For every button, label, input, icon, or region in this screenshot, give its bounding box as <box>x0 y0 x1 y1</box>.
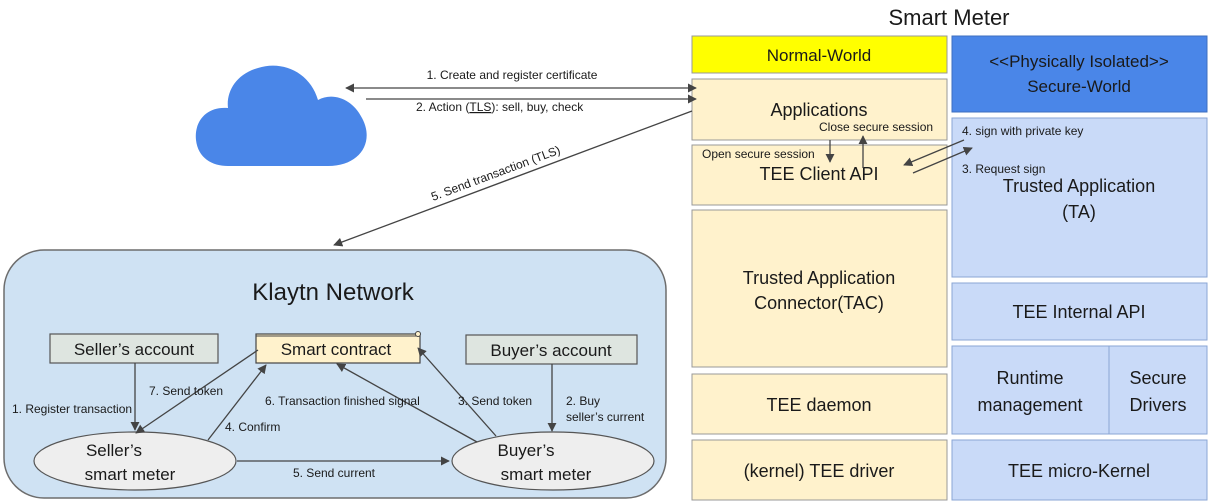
confirm-label: 4. Confirm <box>225 420 280 434</box>
request-sign-arrow <box>912 147 973 174</box>
trusted-application-label-line1: Trusted Application <box>1003 176 1155 196</box>
seller-meter-label-line2: smart meter <box>85 465 176 484</box>
send-token-3-arrow <box>417 347 497 437</box>
tac-label-line1: Trusted Application <box>743 268 895 288</box>
secure-drivers-label-line1: Secure <box>1129 368 1186 388</box>
klaytn-network-title: Klaytn Network <box>252 279 414 306</box>
register-transaction-label: 1. Register transaction <box>12 402 132 416</box>
close-session-label: Close secure session <box>819 120 933 134</box>
tee-internal-api-label: TEE Internal API <box>1012 302 1145 322</box>
secure-world-label-line1: <<Physically Isolated>> <box>989 52 1169 71</box>
applications-label: Applications <box>770 100 867 120</box>
normal-world-header <box>691 35 948 74</box>
smart-contract-node <box>255 331 421 364</box>
seller-meter-label-line1: Seller’s <box>86 441 142 460</box>
action-label: 2. Action (TLS): sell, buy, check <box>416 100 584 114</box>
seller-account-label: Seller’s account <box>74 340 195 359</box>
buy-current-label-line1: 2. Buy <box>566 394 600 408</box>
secure-drivers-box <box>1108 345 1208 435</box>
buyer-account-label: Buyer’s account <box>490 341 612 360</box>
tac-label-line2: Connector(TAC) <box>754 293 884 313</box>
action-label-tls: TLS <box>469 100 491 114</box>
runtime-management-label-line1: Runtime <box>996 368 1063 388</box>
tee-micro-kernel-box <box>951 439 1208 501</box>
send-transaction-label: 5. Send transaction (TLS) <box>429 143 562 204</box>
tee-driver-label: (kernel) TEE driver <box>744 461 895 481</box>
buy-current-label-line2: seller’s current <box>566 410 645 424</box>
cloud-icon <box>195 65 367 166</box>
tee-driver-box <box>691 439 948 501</box>
sign-return-arrow <box>903 139 965 167</box>
secure-world-label-line2: Secure-World <box>1027 77 1131 96</box>
send-token-7-arrow <box>135 349 259 434</box>
send-token-7-label: 7. Send token <box>149 384 223 398</box>
seller-smart-meter-node <box>33 431 237 491</box>
transaction-finished-arrow <box>336 363 478 443</box>
trusted-application-label-line2: (TA) <box>1062 202 1096 222</box>
buyer-meter-label-line1: Buyer’s <box>497 441 554 460</box>
send-transaction-arrow <box>333 110 693 247</box>
tee-daemon-box <box>691 373 948 435</box>
send-current-label: 5. Send current <box>293 466 376 480</box>
confirm-arrow <box>207 364 267 441</box>
runtime-management-box <box>951 345 1110 435</box>
tee-daemon-label: TEE daemon <box>766 395 871 415</box>
buyer-smart-meter-node <box>451 431 655 491</box>
tee-internal-api-box <box>951 282 1208 341</box>
tee-client-api-label: TEE Client API <box>759 164 878 184</box>
request-sign-label: 3. Request sign <box>962 162 1045 176</box>
tee-client-api-box <box>691 144 948 206</box>
action-label-suffix: ): sell, buy, check <box>491 100 584 114</box>
smart-contract-label: Smart contract <box>281 340 392 359</box>
create-certificate-label: 1. Create and register certificate <box>427 68 598 82</box>
tee-micro-kernel-label: TEE micro-Kernel <box>1008 461 1150 481</box>
sign-private-key-label: 4. sign with private key <box>962 124 1083 138</box>
smart-meter-title: Smart Meter <box>888 5 1009 30</box>
trusted-application-box <box>951 117 1208 278</box>
secure-drivers-label-line2: Drivers <box>1130 395 1187 415</box>
secure-world-header <box>951 35 1208 113</box>
runtime-management-label-line2: management <box>977 395 1082 415</box>
buyer-meter-label-line2: smart meter <box>501 465 592 484</box>
transaction-finished-label: 6. Transaction finished signal <box>265 394 420 408</box>
tac-box <box>691 209 948 368</box>
normal-world-label: Normal-World <box>767 46 872 65</box>
open-session-label: Open secure session <box>702 147 815 161</box>
applications-box <box>691 78 948 141</box>
action-label-prefix: 2. Action ( <box>416 100 469 114</box>
send-token-3-label: 3. Send token <box>458 394 532 408</box>
seller-account-node <box>49 333 219 364</box>
